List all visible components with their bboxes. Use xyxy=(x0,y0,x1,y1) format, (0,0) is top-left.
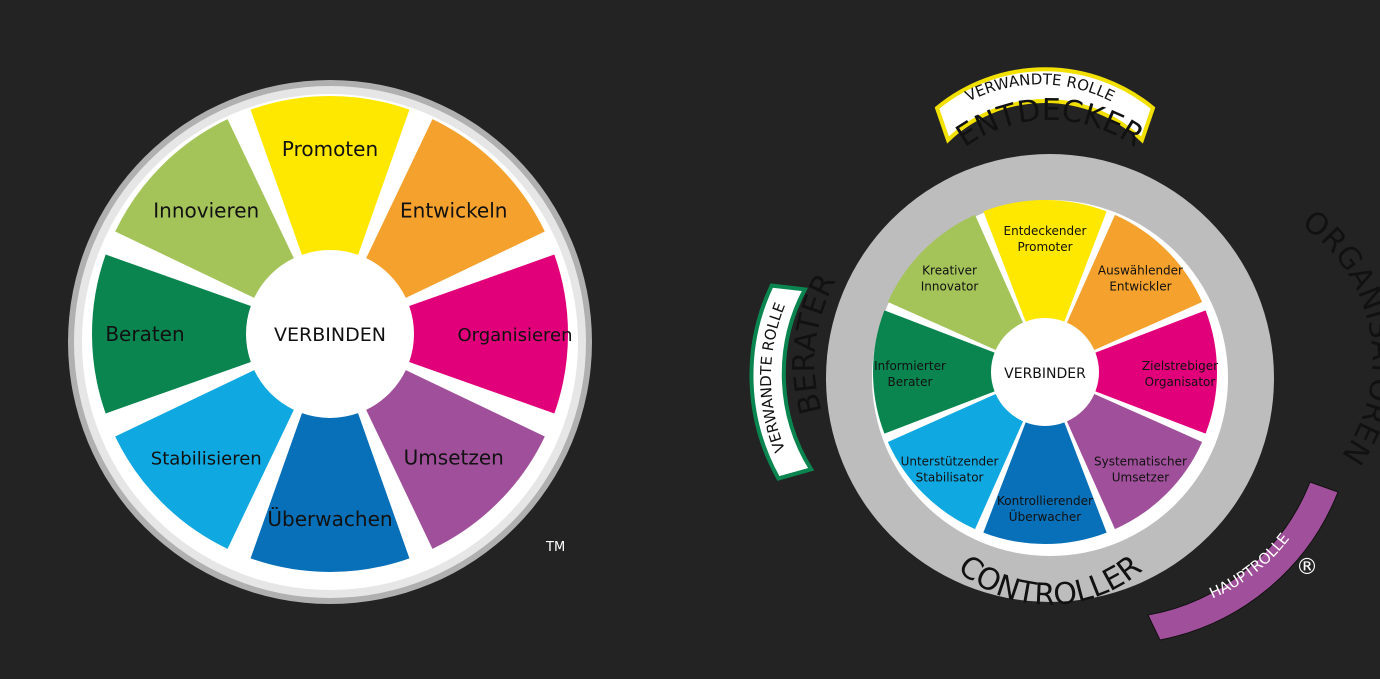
left-segment-4 xyxy=(366,370,545,549)
right-segment-4 xyxy=(1066,393,1203,530)
right-segment-line2-6: Stabilisator xyxy=(916,470,984,484)
left-center-label: VERBINDEN xyxy=(274,324,386,346)
ring-label-right: ORGANISATOREN xyxy=(1296,204,1380,471)
right-segment-line1-7: Informierter xyxy=(874,359,946,373)
registered-mark: ® xyxy=(1296,555,1318,580)
left-segment-8 xyxy=(115,119,294,298)
left-segment-3 xyxy=(409,254,568,414)
left-segment-5 xyxy=(250,413,410,572)
related-role-left-tab xyxy=(749,283,815,481)
right-segment-2 xyxy=(1066,214,1203,351)
right-segment-line2-5: Überwacher xyxy=(1009,508,1081,524)
left-wheel: PromotenEntwickelnOrganisierenUmsetzenÜb… xyxy=(68,80,592,604)
right-segment-5 xyxy=(983,422,1107,544)
right-segment-line1-6: Unterstützender xyxy=(901,454,999,468)
right-segment-6 xyxy=(887,393,1024,530)
right-segment-line1-4: Systematischer xyxy=(1094,454,1187,468)
left-segment-label-7: Beraten xyxy=(105,322,184,346)
left-segment-2 xyxy=(366,119,545,298)
right-segment-line2-3: Organisator xyxy=(1145,375,1216,389)
left-segment-label-4: Umsetzen xyxy=(404,446,504,470)
left-segment-1 xyxy=(250,95,410,255)
trademark-mark: TM xyxy=(545,540,565,555)
right-wheel: VERWANDTE ROLLE VERWANDTE ROLLE HAUPTROL… xyxy=(749,67,1380,641)
right-segment-line1-5: Kontrollierender xyxy=(997,494,1093,508)
left-segment-label-8: Innovieren xyxy=(153,198,259,222)
right-segment-line2-2: Entwickler xyxy=(1109,280,1171,294)
right-segment-line2-1: Promoter xyxy=(1017,240,1072,254)
right-segment-line2-7: Berater xyxy=(888,375,933,389)
left-segment-label-5: Überwachen xyxy=(267,507,392,531)
right-segment-line2-4: Umsetzer xyxy=(1112,470,1169,484)
left-segment-6 xyxy=(115,370,294,549)
right-segment-line1-2: Auswählender xyxy=(1098,264,1183,278)
left-segment-label-2: Entwickeln xyxy=(400,198,507,222)
right-center-label: VERBINDER xyxy=(1004,366,1086,382)
right-segment-line1-3: Zielstrebiger xyxy=(1142,359,1218,373)
left-segment-label-1: Promoten xyxy=(282,137,378,161)
left-segment-7 xyxy=(91,254,251,414)
left-segment-label-6: Stabilisieren xyxy=(151,449,262,470)
right-segment-line2-8: Innovator xyxy=(921,280,979,294)
right-segment-7 xyxy=(872,310,995,434)
right-center-hub xyxy=(995,322,1095,422)
right-segment-line1-1: Entdeckender xyxy=(1004,224,1087,238)
main-role-tab xyxy=(1147,481,1339,641)
related-role-top-tab xyxy=(934,67,1156,144)
right-segment-line1-8: Kreativer xyxy=(922,264,977,278)
right-segment-1 xyxy=(983,200,1107,322)
left-segment-label-3: Organisieren xyxy=(457,325,572,346)
left-center-hub xyxy=(252,256,408,412)
right-segment-3 xyxy=(1095,310,1218,434)
right-segment-8 xyxy=(887,214,1024,351)
